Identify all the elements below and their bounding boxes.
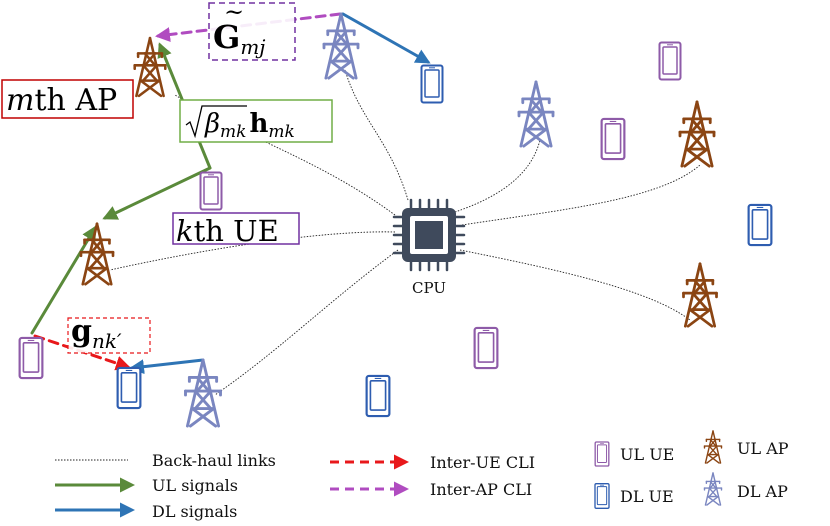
- ul-ue-phone-icon: [18, 336, 44, 380]
- cpu-label: CPU: [412, 279, 446, 297]
- cpu-chip-icon: [392, 198, 466, 272]
- legend-ul-ue-label: UL UE: [620, 445, 674, 464]
- backhaul-link: [174, 94, 396, 216]
- legend-backhaul-label: Back-haul links: [152, 451, 276, 470]
- legend-dl-signal-label: DL signals: [152, 502, 237, 521]
- dl-ap-tower-icon: [183, 358, 223, 428]
- backhaul-link: [461, 164, 701, 226]
- backhaul-link: [454, 139, 541, 213]
- G-mj-label: ~ Gmj: [208, 0, 296, 61]
- svg-text:mth AP: mth AP: [6, 83, 117, 118]
- ul-ap-tower-icon: [678, 100, 716, 168]
- ul-ue-phone-icon: [473, 326, 499, 370]
- svg-text:gnk′: gnk′: [71, 314, 122, 353]
- legend-dl-ap-label: DL AP: [737, 482, 788, 501]
- legend-ul-ap-label: UL AP: [737, 439, 789, 458]
- legend-dl-ue-label: DL UE: [620, 487, 674, 506]
- legend-inter-ue-cli-label: Inter-UE CLI: [430, 453, 535, 472]
- ul-ap-tower-icon: [79, 222, 115, 286]
- backhaul-link: [344, 69, 409, 201]
- dl-ue-phone-icon: [365, 374, 391, 418]
- backhaul-links: [109, 69, 701, 396]
- backhaul-link: [109, 231, 396, 271]
- legend: Back-haul links UL signals DL signals In…: [55, 430, 789, 521]
- backhaul-link: [459, 249, 691, 321]
- mth-ap-label: mth AP: [1, 79, 134, 119]
- ul-ue-phone-icon: [658, 41, 682, 81]
- dl-ap-tower-icon: [322, 12, 360, 80]
- dl-signal-arrow: [129, 358, 205, 375]
- svg-text:~: ~: [224, 0, 244, 26]
- legend-ul-ue-phone-icon: [594, 441, 610, 467]
- legend-dl-ue-phone-icon: [594, 482, 610, 510]
- ul-ue-phone-icon: [600, 117, 626, 161]
- kth-ue-label: kth UE: [172, 212, 300, 248]
- svg-text:kth UE: kth UE: [176, 214, 279, 248]
- dl-signal-arrow: [341, 12, 431, 64]
- legend-ul-signal-label: UL signals: [152, 476, 238, 495]
- dl-ue-phone-icon: [747, 203, 773, 247]
- ul-ue-phone-icon: [199, 171, 223, 211]
- legend-ul-ap-tower-icon: [703, 430, 723, 464]
- legend-dl-ap-tower-icon: [703, 472, 723, 506]
- dl-ue-phone-icon: [420, 64, 444, 104]
- ul-signal-arrow: [30, 225, 97, 335]
- g-nk-label: gnk′: [67, 314, 151, 354]
- backhaul-link: [214, 249, 399, 396]
- ul-ap-tower-icon: [682, 262, 718, 328]
- dl-ue-phone-icon: [116, 366, 142, 410]
- legend-inter-ap-cli-label: Inter-AP CLI: [430, 480, 532, 499]
- svg-text:Gmj: Gmj: [213, 18, 266, 59]
- ul-signal-arrow: [102, 166, 212, 220]
- dl-ap-tower-icon: [517, 80, 555, 148]
